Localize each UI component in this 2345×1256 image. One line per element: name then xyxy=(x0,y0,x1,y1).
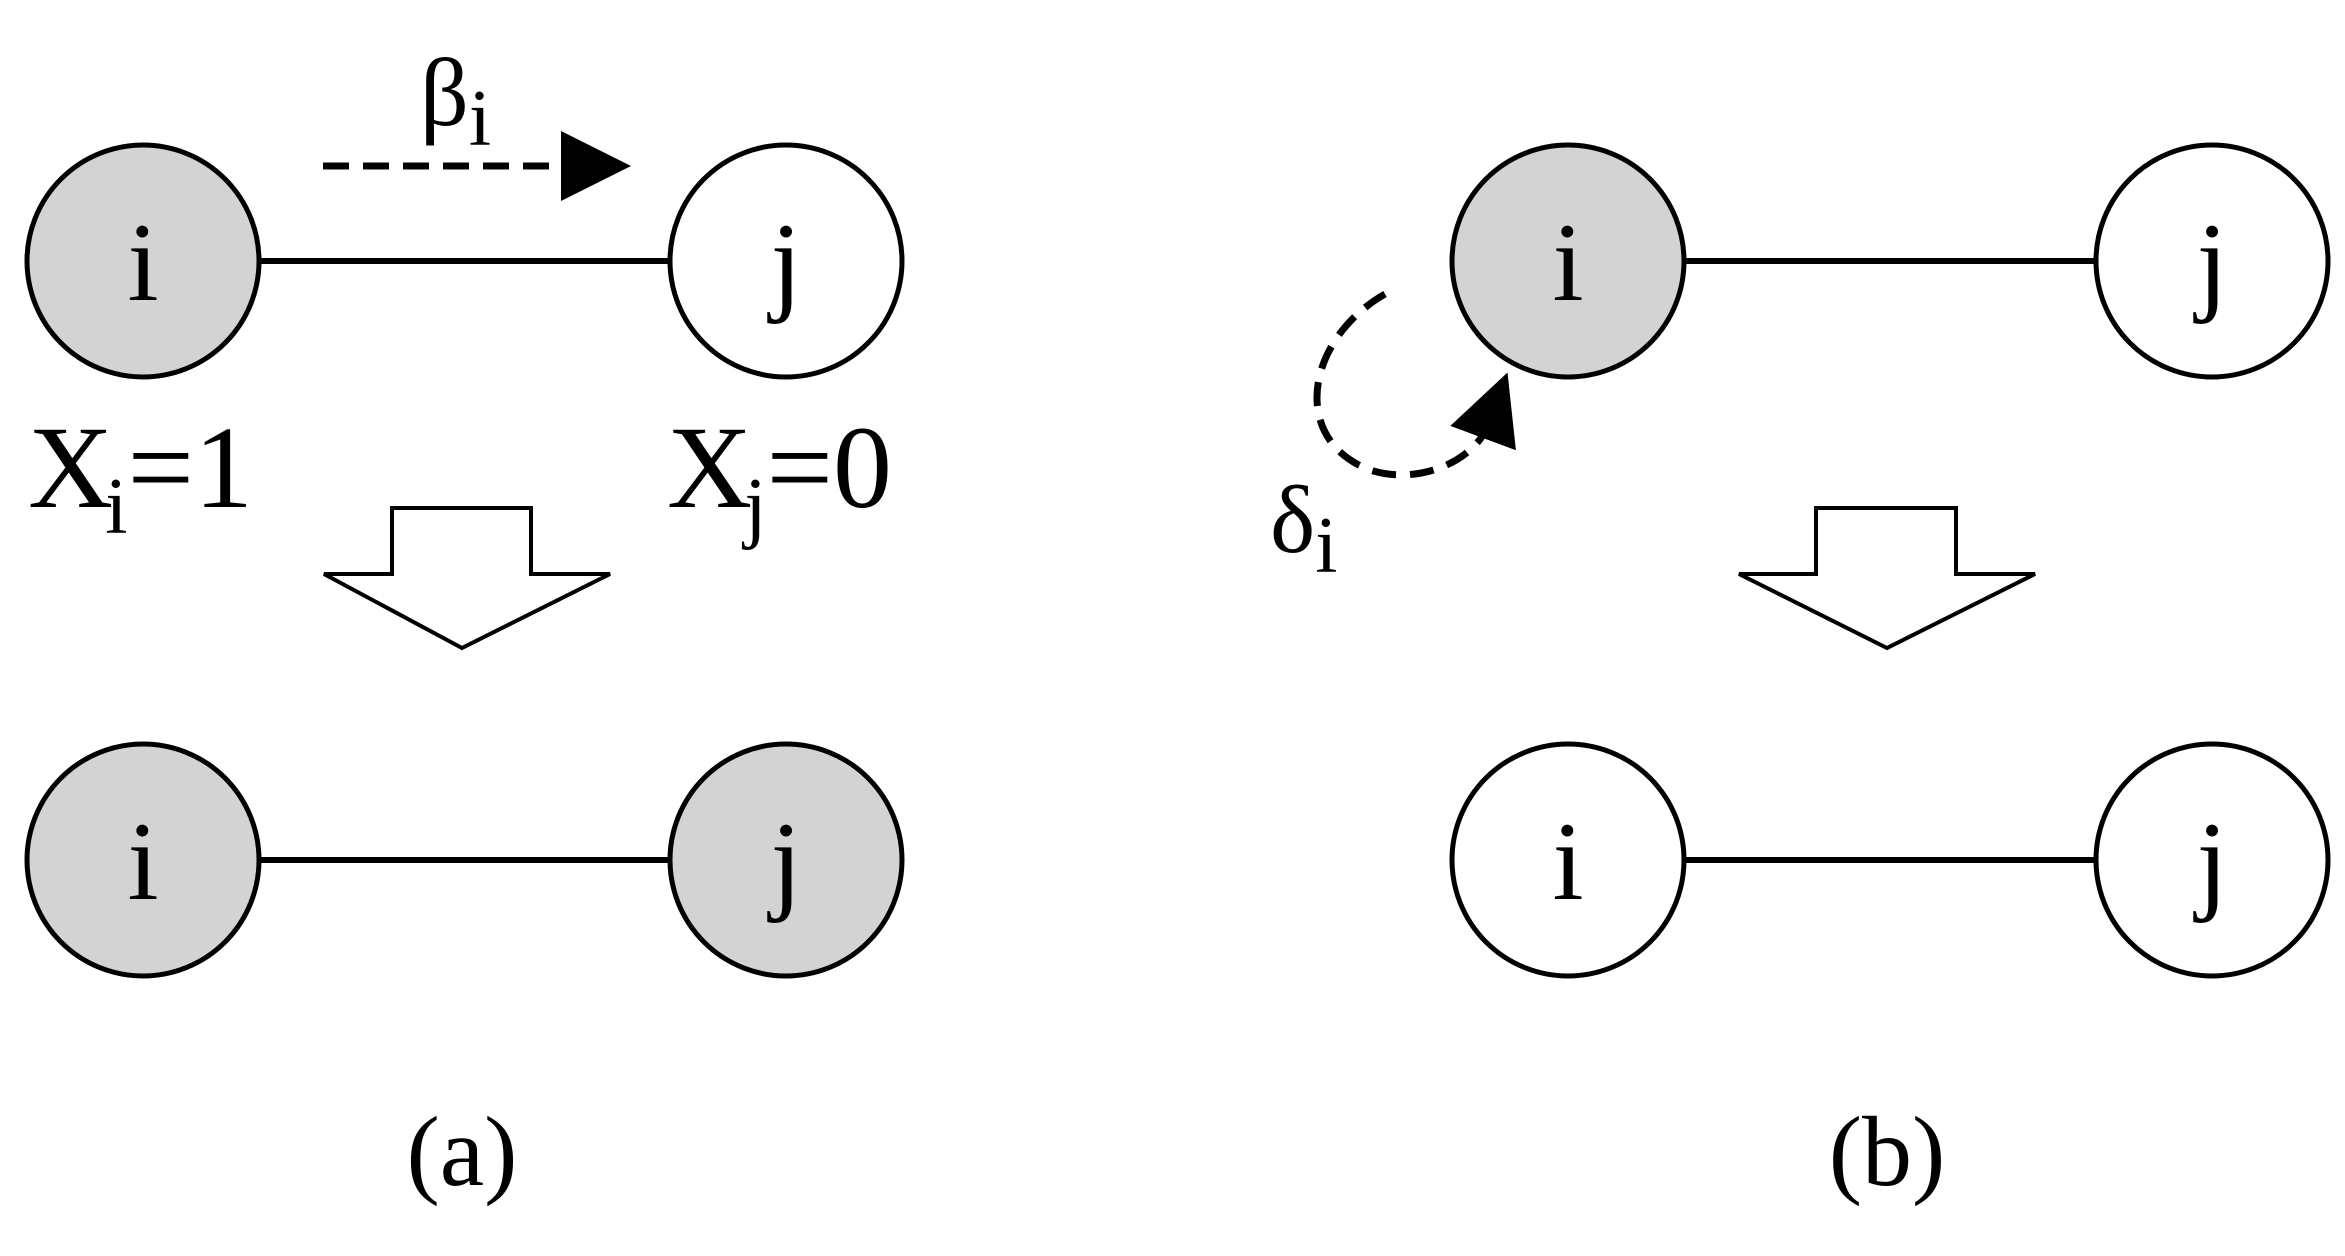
node-i-top-label: i xyxy=(127,201,158,325)
node-i-top-b-label: i xyxy=(1552,201,1583,325)
node-i-bottom-circle xyxy=(24,741,262,979)
transition-arrow-b-icon xyxy=(1738,506,2036,651)
node-j-bottom-label: j xyxy=(766,800,801,924)
state-label-i: Xi=1 xyxy=(28,402,253,551)
node-j-top: j xyxy=(667,142,905,380)
infection-rate-label: βi xyxy=(420,39,491,163)
state-label-j: Xj=0 xyxy=(667,402,892,551)
recovery-arrow-icon xyxy=(1313,290,1516,479)
transition-arrow-a-icon xyxy=(323,506,611,651)
node-i-top-circle xyxy=(24,142,262,380)
panel-caption-b: (b) xyxy=(1829,1096,1946,1207)
node-j-top-label: j xyxy=(766,201,801,325)
node-j-top-b: j xyxy=(2093,142,2331,380)
panel-b: i j δi i j (b) xyxy=(1270,142,2331,1207)
panel-caption-a: (a) xyxy=(407,1096,518,1207)
node-j-top-circle xyxy=(667,142,905,380)
recovery-rate-label: δi xyxy=(1270,466,1337,590)
panel-a: βi i j Xi=1 Xj=0 i j (a) xyxy=(24,39,905,1207)
node-i-bottom-b: i xyxy=(1449,741,1687,979)
node-j-bottom-b-circle xyxy=(2093,741,2331,979)
node-j-bottom-b-label: j xyxy=(2192,800,2227,924)
node-j-top-b-label: j xyxy=(2192,201,2227,325)
node-j-bottom-circle xyxy=(667,741,905,979)
node-j-bottom: j xyxy=(667,741,905,979)
node-i-bottom-label: i xyxy=(127,800,158,924)
node-i-bottom-b-circle xyxy=(1449,741,1687,979)
node-i-top: i xyxy=(24,142,262,380)
node-j-top-b-circle xyxy=(2093,142,2331,380)
node-i-top-b: i xyxy=(1449,142,1687,380)
node-i-bottom: i xyxy=(24,741,262,979)
node-j-bottom-b: j xyxy=(2093,741,2331,979)
node-i-bottom-b-label: i xyxy=(1552,800,1583,924)
node-i-top-b-circle xyxy=(1449,142,1687,380)
